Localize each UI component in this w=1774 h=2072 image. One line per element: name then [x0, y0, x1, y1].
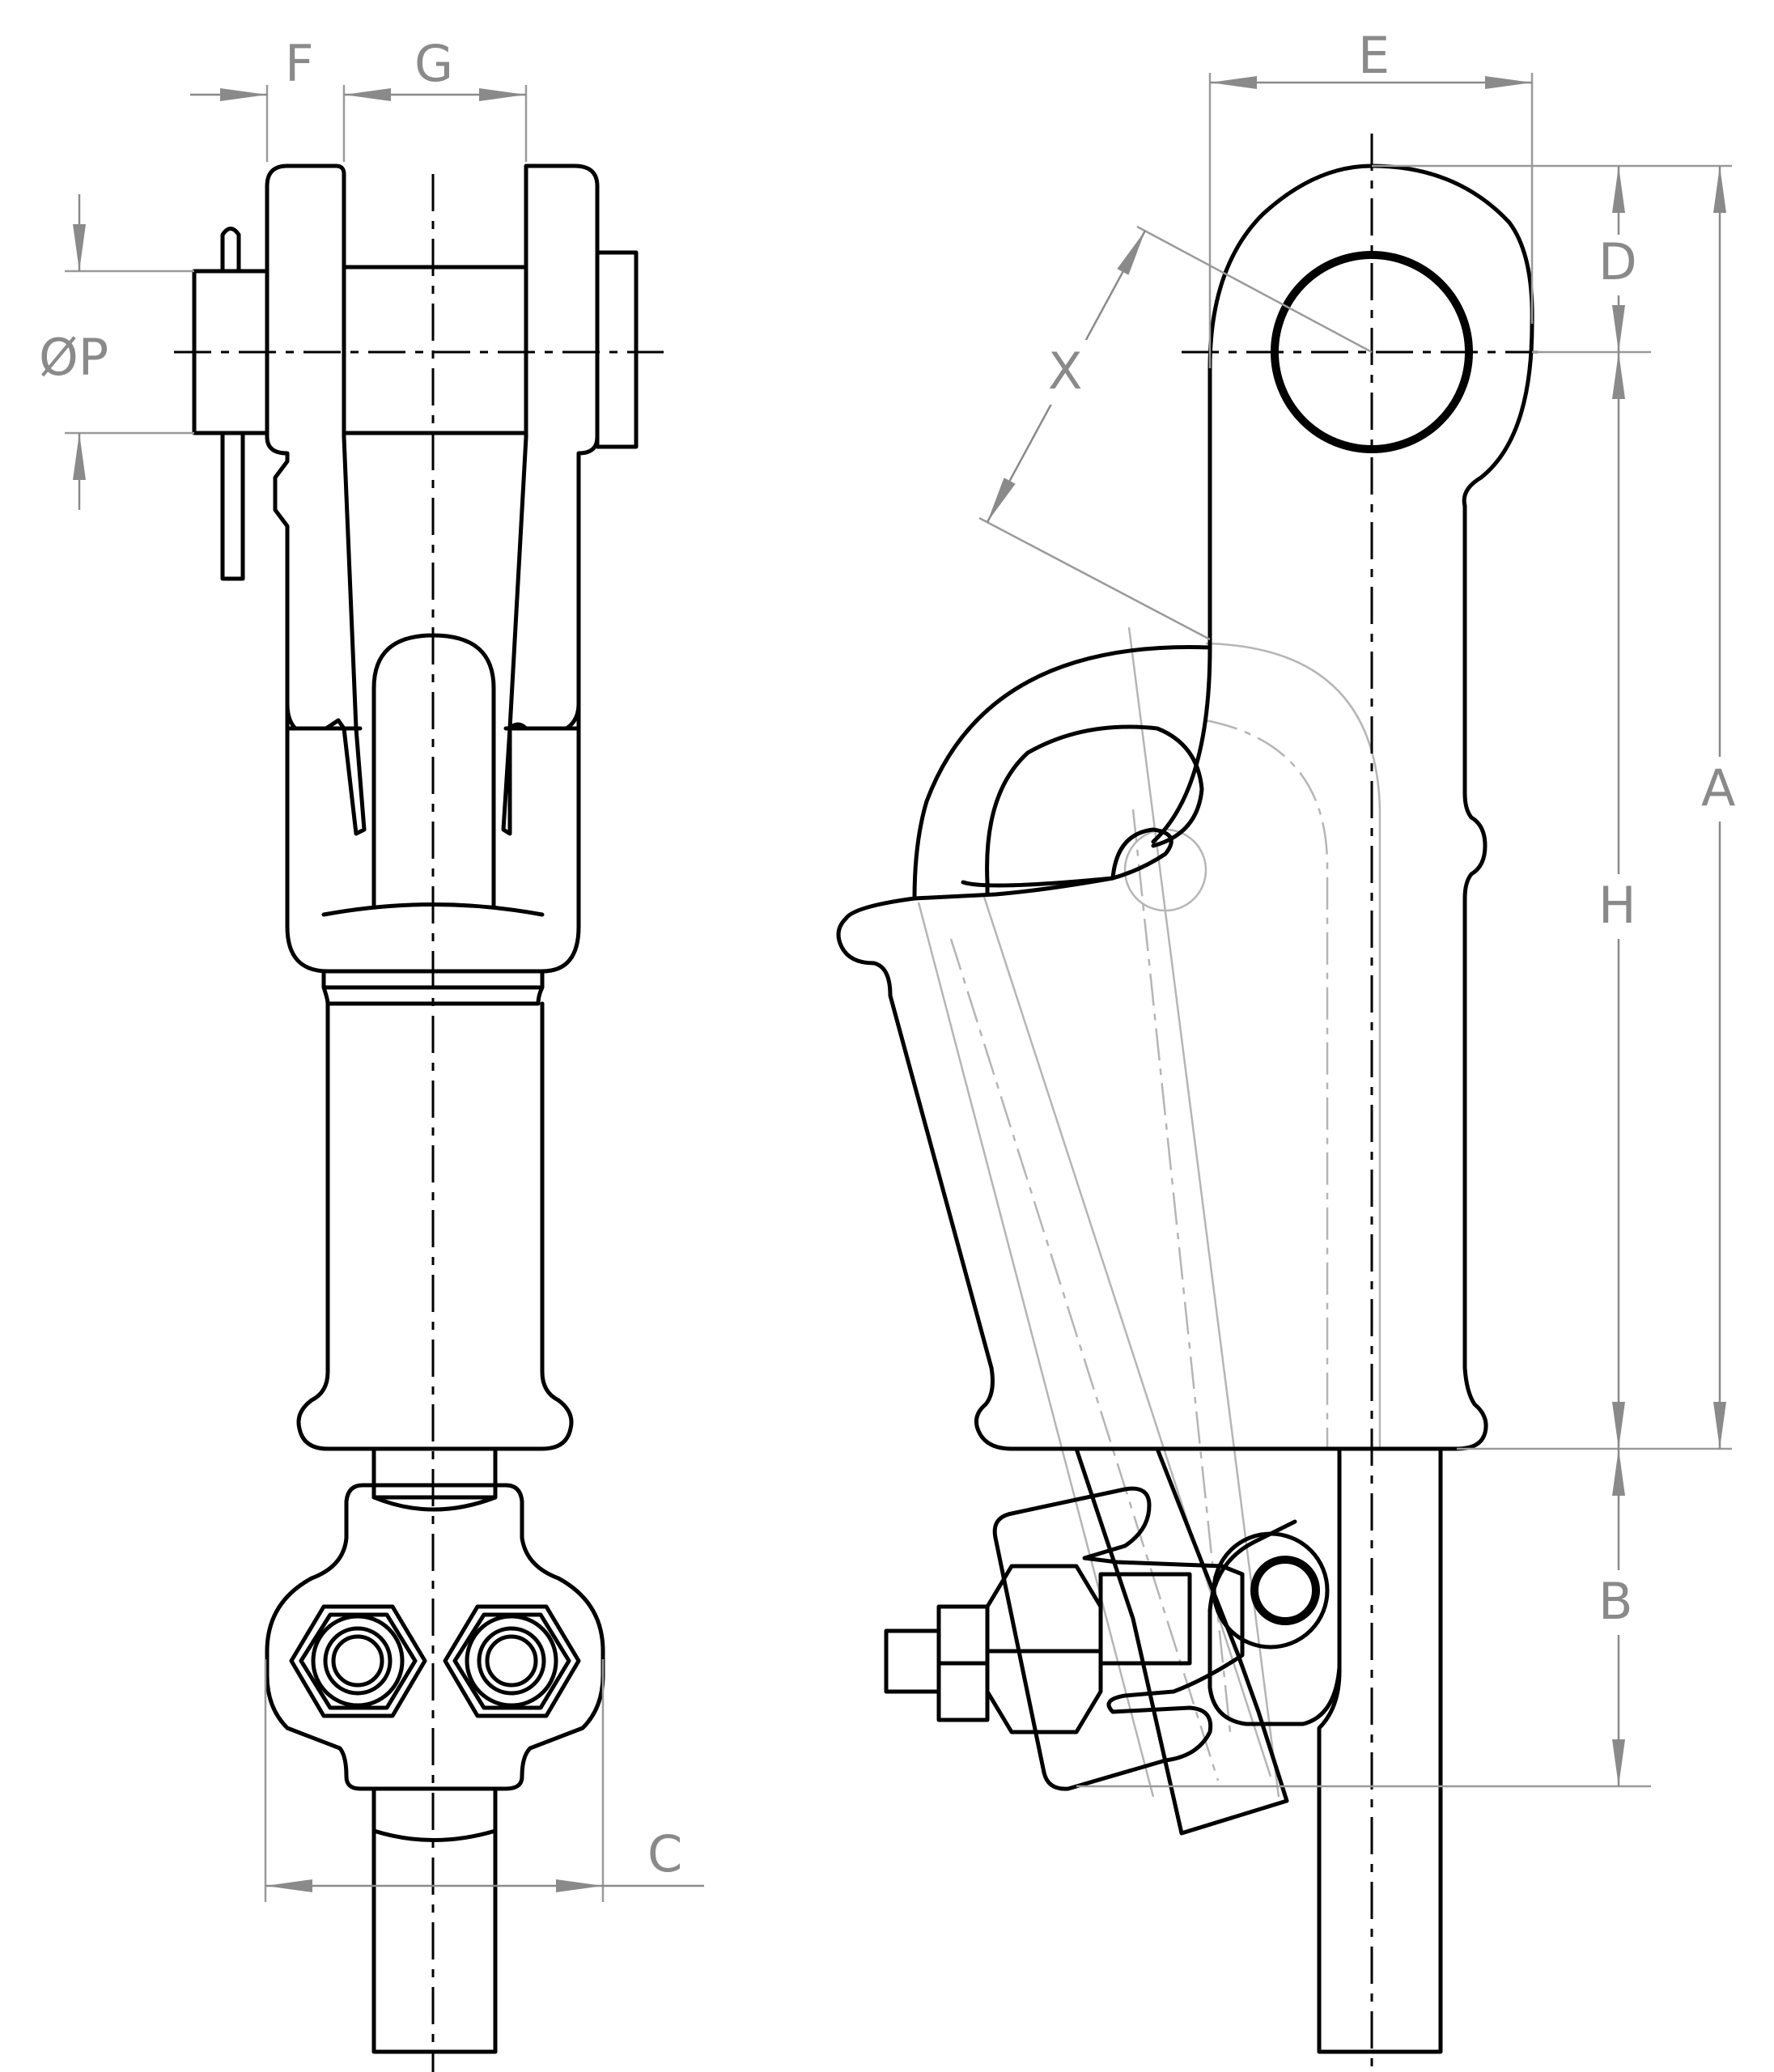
extension-line	[978, 516, 1211, 641]
upper-eye	[1207, 163, 1534, 1451]
clamp-tongue	[1074, 1446, 1289, 1836]
ghost-line	[1127, 626, 1280, 1798]
bolt-tip	[884, 1628, 941, 1694]
clamp-seat	[371, 1495, 498, 1512]
dim-label-E: E	[1358, 26, 1390, 85]
hex-nut-right	[443, 1604, 581, 1718]
bolt-left	[323, 1626, 393, 1696]
ghost-outline	[1205, 642, 1381, 1449]
bolt-right-tip	[485, 1634, 538, 1688]
hook-body	[912, 645, 1212, 901]
dim-label-F: F	[285, 34, 314, 93]
hook-pin	[1110, 827, 1173, 881]
dim-label-G: G	[414, 34, 453, 93]
bolt-shank	[1098, 1572, 1192, 1666]
hex-nut-right-inner	[452, 1612, 571, 1710]
dim-label-C: C	[647, 1824, 682, 1883]
hex-nut-left	[289, 1604, 427, 1718]
extension-line	[1136, 225, 1373, 354]
washer	[936, 1604, 990, 1666]
ghost-line	[917, 902, 1155, 1798]
ghost-line	[982, 894, 1272, 1777]
clamp-pin-ring	[1212, 1531, 1330, 1650]
clamp-plate	[1207, 1446, 1342, 1726]
label-bg	[1040, 340, 1097, 405]
clevis-pin	[342, 265, 528, 435]
dim-label-D: D	[1598, 232, 1637, 291]
dim-label-P: ØP	[39, 328, 108, 387]
conductor	[371, 1786, 498, 2054]
bolt-left-tip	[331, 1634, 384, 1688]
dim-label-A: A	[1701, 758, 1735, 817]
washer-right	[465, 1614, 558, 1708]
dim-label-H: H	[1598, 876, 1636, 935]
tube-neck	[371, 1446, 498, 1500]
bolt-right	[477, 1626, 546, 1696]
washer	[936, 1661, 990, 1722]
cone-body	[836, 876, 1459, 1451]
clamp-body	[265, 1483, 605, 1791]
ghost-outline-dash	[1205, 719, 1329, 1449]
label-bg	[1590, 874, 1647, 939]
pin-head	[595, 250, 639, 449]
clevis-body	[285, 702, 581, 974]
dim-label-X: X	[1048, 342, 1082, 401]
clamp-pin	[1250, 1556, 1320, 1625]
side-view: E D H A B X	[836, 26, 1750, 2072]
ghost-centerline	[949, 938, 1220, 1781]
washer-left	[311, 1614, 405, 1708]
cotter-pin-icon	[220, 227, 245, 581]
label-bg	[1693, 757, 1750, 822]
dim-label-B: B	[1598, 1572, 1633, 1631]
label-bg	[1590, 235, 1647, 295]
front-view: F G ØP C	[39, 34, 704, 2072]
sleeve-tube	[296, 1001, 574, 1451]
jaw	[992, 1486, 1245, 1791]
label-bg	[1590, 1570, 1647, 1635]
hex-nut-left-inner	[299, 1612, 418, 1710]
